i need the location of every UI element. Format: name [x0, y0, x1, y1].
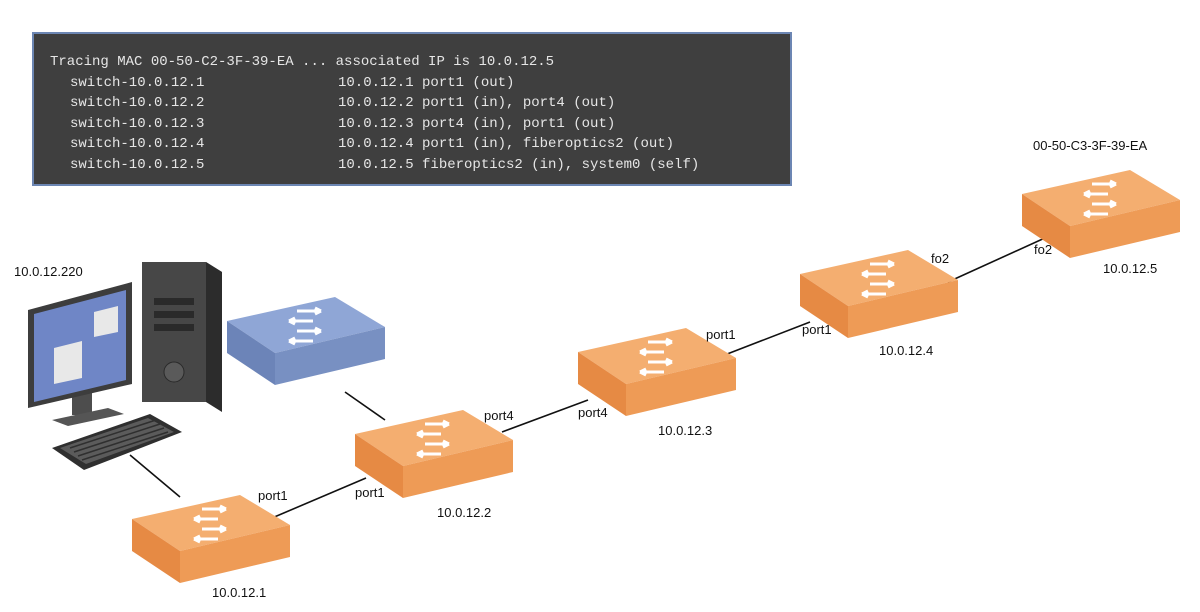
port-label: port1: [258, 488, 288, 503]
computer: 10.0.12.220: [14, 262, 222, 470]
trace-terminal: Tracing MAC 00-50-C2-3F-39-EA ... associ…: [32, 32, 792, 186]
port-label: port1: [706, 327, 736, 342]
trace-switch-name: switch-10.0.12.5: [70, 156, 205, 173]
keyboard-icon: [52, 414, 182, 470]
switch-label: 10.0.12.5: [1103, 261, 1157, 276]
port-label: port4: [484, 408, 514, 423]
switch-10-0-12-4[interactable]: [800, 250, 958, 338]
monitor-icon: [28, 282, 132, 426]
port-label: port1: [355, 485, 385, 500]
trace-switch-name: switch-10.0.12.2: [70, 95, 205, 112]
switch-blue[interactable]: [227, 297, 385, 385]
link-pc-s1: [129, 454, 181, 498]
trace-switch-detail: 10.0.12.5 fiberoptics2 (in), system0 (se…: [338, 156, 700, 173]
switch-label: 10.0.12.2: [437, 505, 491, 520]
switch-10-0-12-5[interactable]: [1022, 170, 1180, 258]
trace-switch-name: switch-10.0.12.4: [70, 136, 205, 153]
trace-row: switch-10.0.12.5 10.0.12.5 fiberoptics2 (…: [50, 155, 790, 176]
trace-row: switch-10.0.12.2 10.0.12.2 port1 (in), po…: [50, 93, 790, 114]
link-blue-s2: [344, 391, 386, 421]
link-s3-s4: [721, 321, 811, 357]
links: [129, 231, 1059, 519]
port-label: port4: [578, 405, 608, 420]
switch-10-0-12-3[interactable]: [578, 328, 736, 416]
switch-10-0-12-2[interactable]: [355, 410, 513, 498]
trace-switch-detail: 10.0.12.2 port1 (in), port4 (out): [338, 95, 616, 112]
switch-label: 10.0.12.4: [879, 343, 933, 358]
trace-header: Tracing MAC 00-50-C2-3F-39-EA ... associ…: [50, 54, 555, 70]
trace-row: switch-10.0.12.3 10.0.12.3 port4 (in), po…: [50, 114, 790, 135]
link-s1-s2: [271, 477, 367, 519]
switch-label: 10.0.12.1: [212, 585, 266, 600]
link-s2-s3: [501, 399, 589, 433]
trace-switch-detail: 10.0.12.1 port1 (out): [338, 74, 515, 91]
switch-label: 10.0.12.3: [658, 423, 712, 438]
switch-10-0-12-1[interactable]: [132, 495, 290, 583]
link-s4-s5: [947, 231, 1059, 283]
trace-switch-detail: 10.0.12.3 port4 (in), port1 (out): [338, 115, 616, 132]
trace-switch-name: switch-10.0.12.3: [70, 115, 205, 132]
switch-mac-label: 00-50-C3-3F-39-EA: [1033, 138, 1147, 153]
port-label: fo2: [1034, 242, 1052, 257]
computer-ip-label: 10.0.12.220: [14, 264, 83, 279]
port-label: fo2: [931, 251, 949, 266]
trace-row: switch-10.0.12.1 10.0.12.1 port1 (out): [50, 73, 790, 94]
port-label: port1: [802, 322, 832, 337]
trace-switch-detail: 10.0.12.4 port1 (in), fiberoptics2 (out): [338, 136, 675, 153]
trace-row: switch-10.0.12.4 10.0.12.4 port1 (in), fi…: [50, 134, 790, 155]
trace-switch-name: switch-10.0.12.1: [70, 74, 205, 91]
tower-icon: [142, 262, 222, 412]
